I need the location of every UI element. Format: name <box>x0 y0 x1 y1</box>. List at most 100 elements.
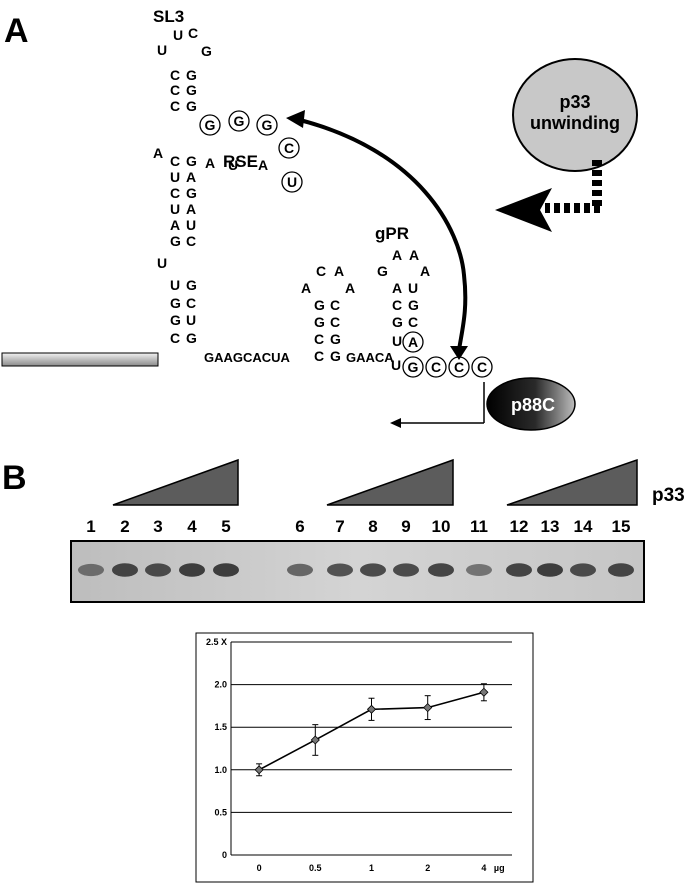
nucleotide: C <box>314 331 324 347</box>
nucleotide: C <box>170 185 180 201</box>
x-tick-label: 2 <box>425 863 430 873</box>
lane-number: 9 <box>401 517 410 536</box>
nucleotide: C <box>392 297 402 313</box>
y-tick-label: 0 <box>222 850 227 860</box>
nucleotide: U <box>157 255 167 271</box>
nucleotide: C <box>314 348 324 364</box>
rna-bar <box>1 352 159 367</box>
y-tick-label: 1.5 <box>214 722 227 732</box>
nucleotide: A <box>153 145 163 161</box>
circled-nucleotide: A <box>402 331 424 353</box>
p88c-label: p88C <box>511 395 555 415</box>
p33-wedge <box>506 458 638 506</box>
nucleotide: C <box>170 330 180 346</box>
arrowhead-bottom <box>450 346 468 360</box>
nucleotide: C <box>188 25 198 41</box>
panel-b-label: B <box>2 459 27 497</box>
y-tick-label: 1.0 <box>214 765 227 775</box>
svg-text:G: G <box>234 113 245 129</box>
circled-nucleotide: U <box>281 171 303 193</box>
lane-number: 1 <box>86 517 95 536</box>
p33-wedge <box>326 458 454 506</box>
svg-text:G: G <box>262 117 273 133</box>
lane-number: 5 <box>221 517 230 536</box>
svg-text:G: G <box>205 117 216 133</box>
svg-text:G: G <box>408 359 419 375</box>
lane-number: 10 <box>432 517 451 536</box>
circled-nucleotide: C <box>278 137 300 159</box>
data-point <box>254 765 264 775</box>
nucleotide: C <box>330 314 340 330</box>
gel-band <box>360 563 386 577</box>
unwinding-arrow <box>495 160 602 232</box>
gel-band <box>213 563 239 577</box>
lane-number: 14 <box>574 517 593 536</box>
p88c-ellipse <box>486 377 576 431</box>
gel-band <box>179 563 205 577</box>
nucleotide: C <box>170 82 180 98</box>
nucleotide: G <box>186 82 197 98</box>
data-point <box>423 703 433 713</box>
circled-nucleotide: G <box>402 356 424 378</box>
lane-number: 11 <box>470 517 488 536</box>
gel-band <box>537 563 563 577</box>
nucleotide: U <box>408 280 418 296</box>
data-point <box>479 687 489 697</box>
nucleotide: G <box>201 43 212 59</box>
nucleotide: G <box>330 348 341 364</box>
nucleotide: G <box>186 330 197 346</box>
nucleotide: U <box>186 217 196 233</box>
nucleotide: G <box>330 331 341 347</box>
x-tick-label: 0.5 <box>309 863 322 873</box>
nucleotide: A <box>258 157 268 173</box>
linker-sequence: GAAGCACUA <box>204 350 291 365</box>
p33-bubble <box>512 58 638 172</box>
nucleotide: U <box>392 333 402 349</box>
circled-nucleotide: C <box>471 356 493 378</box>
nucleotide: C <box>186 233 196 249</box>
nucleotide: G <box>170 233 181 249</box>
circled-nucleotide: C <box>425 356 447 378</box>
lane-number: 8 <box>368 517 377 536</box>
gel-band <box>327 563 353 577</box>
nucleotide: A <box>345 280 355 296</box>
gel-band <box>570 563 596 577</box>
svg-text:C: C <box>431 359 441 375</box>
circled-nucleotide: G <box>256 114 278 136</box>
lane-number: 2 <box>120 517 129 536</box>
nucleotide: A <box>186 201 196 217</box>
svg-text:A: A <box>408 334 418 350</box>
arrowhead-top <box>286 110 305 128</box>
nucleotide: U <box>157 42 167 58</box>
lane-number: 13 <box>541 517 560 536</box>
y-tick-label: 2.5 X <box>206 637 227 647</box>
gel-band <box>466 564 492 576</box>
nucleotide: G <box>186 185 197 201</box>
lane-number: 7 <box>335 517 344 536</box>
interaction-arrow <box>295 117 468 351</box>
nucleotide: G <box>408 297 419 313</box>
y-tick-label: 0.5 <box>214 807 227 817</box>
nucleotide: C <box>408 314 418 330</box>
nucleotide: A <box>420 263 430 279</box>
nucleotide: U <box>170 169 180 185</box>
nucleotide: C <box>170 98 180 114</box>
transcription-start-arrow <box>390 382 485 428</box>
nucleotide: A <box>392 280 402 296</box>
svg-text:C: C <box>284 140 294 156</box>
svg-text:C: C <box>477 359 487 375</box>
gel-band <box>78 563 104 577</box>
nucleotide: U <box>170 277 180 293</box>
x-tick-label: 1 <box>369 863 374 873</box>
chart-frame <box>195 632 534 883</box>
linker-sequence: GAACA <box>346 350 394 365</box>
nucleotide: A <box>409 247 419 263</box>
nucleotide: G <box>186 98 197 114</box>
nucleotide: A <box>392 247 402 263</box>
nucleotide: U <box>186 312 196 328</box>
gel-band <box>428 563 454 577</box>
p33-wedge <box>112 458 239 506</box>
nucleotide: G <box>170 312 181 328</box>
gel-band <box>393 563 419 577</box>
